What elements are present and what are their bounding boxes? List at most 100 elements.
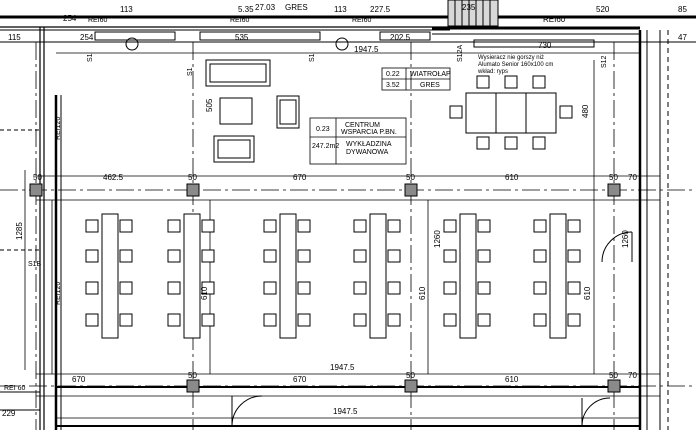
side-dim: 1260: [621, 230, 630, 248]
rei-label: REI60: [88, 17, 108, 24]
top-dim: GRES: [285, 3, 308, 12]
chair: [297, 219, 311, 233]
chair: [119, 281, 133, 295]
top-dim: 730: [538, 41, 552, 50]
chair: [297, 249, 311, 263]
grid-axes: [0, 42, 696, 430]
note-line: wkład: ryps: [477, 69, 508, 75]
grid-dim: 670: [293, 375, 307, 384]
desk-block: [459, 213, 477, 339]
rei-label: REI120: [55, 282, 62, 305]
chair: [167, 249, 181, 263]
grid-dim: 462.5: [103, 173, 124, 182]
room-name: WIATROŁAP: [410, 71, 451, 78]
grid-dim: 70: [628, 173, 637, 182]
chair: [567, 313, 581, 327]
grid-dim: 50: [33, 173, 42, 182]
chair: [567, 281, 581, 295]
labels: 254 113 5.35 27.03 GRES 113 227.5 235 RE…: [2, 3, 687, 418]
s-label: S1B: [28, 261, 42, 268]
grid-dim: 50: [406, 173, 415, 182]
desk-block: [369, 213, 387, 339]
chair: [297, 313, 311, 327]
top-dim: 27.03: [255, 3, 276, 12]
chair: [201, 219, 215, 233]
s-label: S12: [601, 55, 608, 68]
chair: [201, 313, 215, 327]
chair: [443, 219, 457, 233]
rei-label: REI120: [55, 117, 62, 140]
room-name: CENTRUM: [345, 122, 380, 129]
lounge-furniture: [205, 59, 300, 163]
room-floor: GRES: [420, 82, 440, 89]
chair: [263, 249, 277, 263]
side-dim: 610: [200, 286, 209, 300]
columns: [29, 183, 621, 393]
top-dim: 113: [120, 5, 133, 14]
chair: [477, 281, 491, 295]
grid-dim: 610: [505, 375, 519, 384]
grid-dim: 50: [609, 371, 618, 380]
chair: [167, 219, 181, 233]
chair: [201, 281, 215, 295]
room-tag-wiatrolap: [381, 67, 451, 91]
bottom-dim: 229: [2, 409, 16, 418]
chair: [85, 313, 99, 327]
room-area: 247.2m2: [312, 143, 339, 150]
top-dim: 47: [678, 33, 687, 42]
doors: [125, 37, 633, 427]
chair: [387, 313, 401, 327]
room-code: 0.22: [386, 71, 400, 78]
chair: [119, 313, 133, 327]
side-dim: 505: [205, 98, 214, 112]
chair: [167, 313, 181, 327]
note-line: Alumato Senior 160x100 cm: [478, 62, 553, 68]
grid-dim: 670: [293, 173, 307, 182]
chair: [443, 249, 457, 263]
grid-dim: 610: [505, 173, 519, 182]
top-dim: 202.5: [390, 33, 411, 42]
chair: [533, 249, 547, 263]
chair: [85, 281, 99, 295]
s-label: S1: [87, 53, 94, 62]
s-label: S1: [187, 67, 194, 76]
chair: [477, 219, 491, 233]
desk-block: [183, 213, 201, 339]
chair: [567, 249, 581, 263]
note-line: Wysieracz nie gorszy niż: [478, 55, 544, 61]
chair: [263, 219, 277, 233]
room-name: WSPARCIA P.BN.: [341, 129, 397, 136]
overall-dim: 1947.5: [333, 407, 358, 416]
top-dim: 254: [63, 14, 77, 23]
chair: [353, 219, 367, 233]
grid-dim: 50: [609, 173, 618, 182]
chair: [353, 281, 367, 295]
chair: [263, 281, 277, 295]
top-dim: 113: [334, 5, 347, 14]
chair: [353, 313, 367, 327]
chair: [387, 219, 401, 233]
top-dim: 85: [678, 5, 687, 14]
chair: [167, 281, 181, 295]
grid-dim: 50: [188, 173, 197, 182]
conference-table: [449, 75, 573, 150]
side-dim: 610: [583, 286, 592, 300]
desk-block: [101, 213, 119, 339]
room-tag-centrum: [309, 117, 407, 165]
room-code: 0.23: [316, 126, 330, 133]
chair: [201, 249, 215, 263]
grid-dim: 50: [406, 371, 415, 380]
side-dim: 610: [418, 286, 427, 300]
side-dim: 480: [581, 104, 590, 118]
desk-block: [279, 213, 297, 339]
chair: [477, 313, 491, 327]
chair: [387, 281, 401, 295]
top-dim: 5.35: [238, 5, 254, 14]
chair: [387, 249, 401, 263]
s-label: S12A: [457, 45, 464, 62]
chair: [443, 313, 457, 327]
rei-label: REI60: [352, 17, 372, 24]
chair: [353, 249, 367, 263]
chair: [85, 249, 99, 263]
